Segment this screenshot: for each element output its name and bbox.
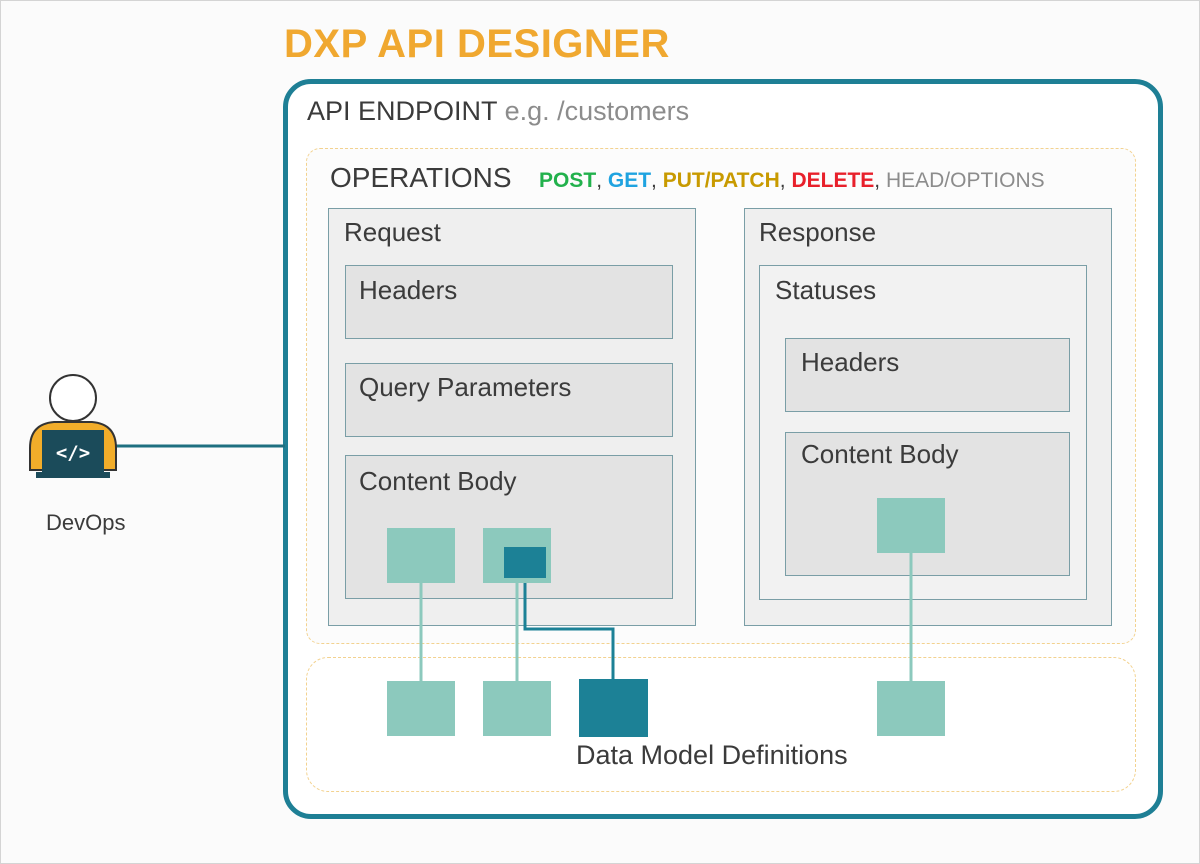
endpoint-example: e.g. /customers bbox=[504, 96, 690, 126]
response-content-body-label: Content Body bbox=[801, 439, 959, 469]
diagram-title: DXP API DESIGNER bbox=[284, 22, 670, 66]
data-model-definition-2 bbox=[483, 681, 551, 736]
devops-label: DevOps bbox=[46, 510, 126, 535]
method-separator: , bbox=[651, 169, 663, 192]
developer-laptop-icon: </> bbox=[29, 374, 117, 478]
method-post: POST bbox=[539, 169, 597, 192]
method-separator: , bbox=[874, 169, 886, 192]
response-headers-label: Headers bbox=[801, 347, 900, 377]
request-body-nested-schema bbox=[504, 547, 546, 578]
response-body-schema bbox=[877, 498, 945, 553]
data-model-definition-nested bbox=[579, 679, 648, 737]
request-query-label: Query Parameters bbox=[359, 372, 572, 402]
request-headers-box bbox=[345, 265, 673, 339]
method-get: GET bbox=[607, 169, 652, 192]
operations-label: OPERATIONS bbox=[330, 162, 512, 193]
request-body-schema-1 bbox=[387, 528, 455, 583]
method-put-patch: PUT/PATCH bbox=[662, 169, 780, 192]
svg-text:</>: </> bbox=[56, 442, 90, 464]
data-model-definition-3 bbox=[877, 681, 945, 736]
response-statuses-label: Statuses bbox=[775, 275, 877, 305]
method-delete: DELETE bbox=[791, 169, 875, 192]
data-model-definition-1 bbox=[387, 681, 455, 736]
response-label: Response bbox=[759, 217, 877, 247]
data-model-label: Data Model Definitions bbox=[576, 740, 848, 770]
request-content-body-label: Content Body bbox=[359, 466, 517, 496]
method-separator: , bbox=[779, 169, 792, 192]
api-endpoint-label: API ENDPOINT e.g. /customers bbox=[307, 96, 689, 127]
http-methods-list: POST, GET, PUT/PATCH, DELETE, HEAD/OPTIO… bbox=[539, 169, 1045, 193]
method-head-options: HEAD/OPTIONS bbox=[885, 169, 1045, 192]
request-query-box bbox=[345, 363, 673, 437]
nested-schema-link bbox=[523, 578, 615, 681]
method-separator: , bbox=[596, 169, 608, 192]
request-headers-label: Headers bbox=[359, 275, 458, 305]
endpoint-title: API ENDPOINT bbox=[307, 96, 498, 126]
response-headers-box bbox=[785, 338, 1070, 412]
request-label: Request bbox=[344, 217, 441, 247]
